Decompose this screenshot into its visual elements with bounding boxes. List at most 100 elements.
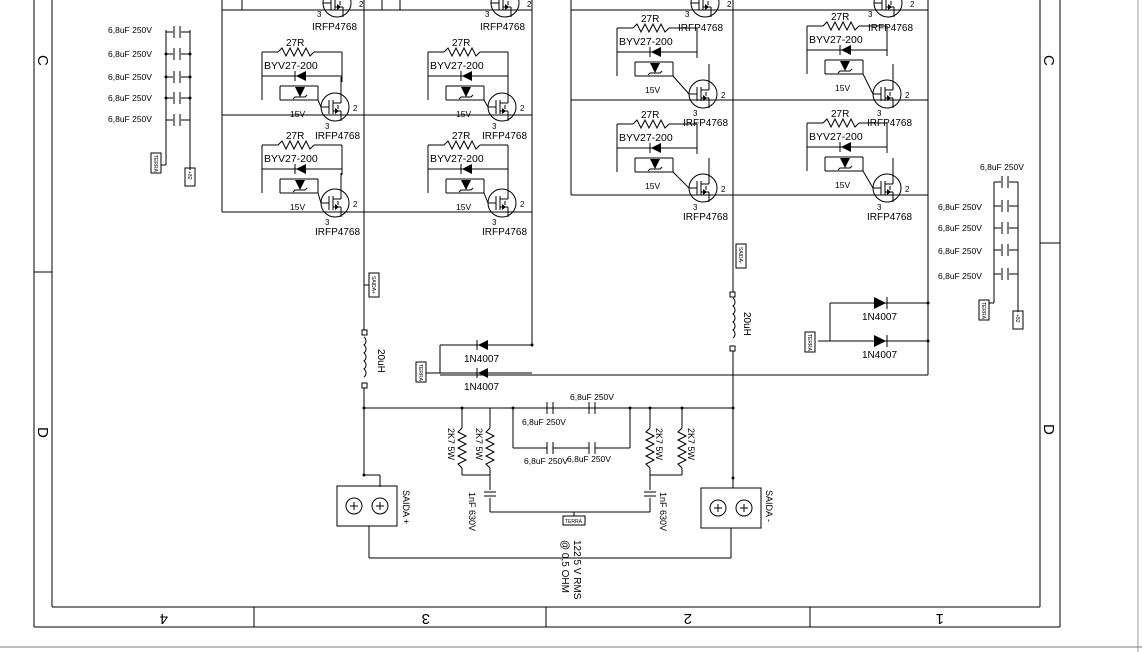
pin-label: 2: [727, 0, 732, 9]
pin-label: 2: [359, 0, 364, 9]
resistor-label: 27R: [641, 110, 659, 121]
pin-label: 3: [877, 109, 882, 118]
pin-label: 3: [693, 203, 698, 212]
resistor-label: 27R: [831, 12, 849, 23]
diode-label: BYV27-200: [430, 60, 484, 72]
flyback-diode-label: 1N4007: [464, 354, 499, 365]
row-label-d-left: D: [34, 427, 51, 438]
row-label-d-right: D: [1040, 424, 1057, 435]
resistor-label: 27R: [286, 38, 304, 49]
row-label-c-right: C: [1040, 55, 1057, 66]
pin-label: 3: [317, 10, 322, 19]
pos-coil-label: 20uH: [375, 349, 386, 373]
snubber-label: 1nF 630V: [658, 492, 668, 531]
pin-label: 3: [868, 10, 873, 19]
rail-tag: +82: [1014, 314, 1020, 323]
cap-label: 6,8uF 250V: [980, 162, 1024, 172]
resistor-label: 27R: [831, 109, 849, 120]
diode-label: BYV27-200: [264, 153, 318, 165]
pin-label: 2: [527, 0, 532, 9]
diode-label: BYV27-200: [809, 34, 863, 46]
cap-label: 6,8uF 250V: [108, 114, 152, 124]
frame-labels: C D C D 4 3 2 1: [34, 55, 1057, 627]
pin-label: 3: [325, 122, 330, 131]
zener-label: 15V: [835, 83, 850, 93]
mosfet-cell-partial: 3: [317, 0, 352, 19]
transistor-label: IRFP4768: [683, 118, 728, 129]
col-label-4: 4: [160, 610, 168, 627]
neg-coil-label: 20uH: [741, 312, 752, 336]
ground-tag: TERRA: [417, 364, 423, 382]
mosfet-cell-partial: 3: [485, 0, 520, 19]
filter-cap-label: 6,8uF 250V: [570, 392, 614, 402]
pin-label: 2: [910, 0, 915, 9]
diode-label: BYV27-200: [619, 36, 673, 48]
resistor-label: 2K7 5W: [654, 428, 664, 461]
zener-label: 15V: [645, 181, 660, 191]
diode-label: BYV27-200: [430, 153, 484, 165]
left-capacitor-bank: 6,8uF 250V 6,8uF 250V 6,8uF 250V 6,8uF 2…: [108, 25, 196, 187]
positive-output-stage: [221, 0, 533, 345]
mosfet-driver-cell: 27R BYV27-200 15V 2 3 IRFP4768: [616, 110, 728, 223]
pin-label: 3: [685, 10, 690, 19]
transistor-label: IRFP4768: [482, 227, 527, 238]
pin-label: 2: [520, 104, 525, 113]
row-label-c-left: C: [34, 55, 51, 66]
zener-label: 15V: [645, 85, 660, 95]
transistor-label: IRFP4768: [868, 23, 913, 34]
filter-cap-label: 6,8uF 250V: [522, 417, 566, 427]
cap-label: 6,8uF 250V: [108, 72, 152, 82]
flyback-diode-label: 1N4007: [464, 382, 499, 393]
zener-label: 15V: [290, 109, 305, 119]
transistor-label: IRFP4768: [315, 131, 360, 142]
cap-label: 6,8uF 250V: [938, 246, 982, 256]
transistor-label: IRFP4768: [315, 227, 360, 238]
pos-terminal-label: SAIDA +: [401, 490, 411, 524]
resistor-label: 27R: [452, 38, 470, 49]
cap-label: 6,8uF 250V: [938, 202, 982, 212]
pin-label: 2: [905, 185, 910, 194]
negative-output-stage: [570, 0, 929, 375]
zener-label: 15V: [456, 202, 471, 212]
filter-cap-label: 6,8uF 250V: [567, 454, 611, 464]
pin-label: 2: [353, 200, 358, 209]
resistor-label: 27R: [452, 131, 470, 142]
output-spec-line1: 122,5 V RMS: [571, 540, 582, 600]
zener-label: 15V: [456, 109, 471, 119]
pin-label: 3: [325, 218, 330, 227]
cap-label: 6,8uF 250V: [108, 93, 152, 103]
mosfet-cell-partial: 3: [868, 0, 903, 19]
resistor-label: 27R: [286, 131, 304, 142]
right-capacitor-bank: 6,8uF 250V 6,8uF 250V 6,8uF 250V 6,8uF 2…: [938, 162, 1024, 330]
col-label-3: 3: [422, 610, 430, 627]
snubber-label: 1nF 630V: [467, 492, 477, 531]
pin-label: 3: [492, 122, 497, 131]
pin-label: 2: [721, 185, 726, 194]
zener-label: 15V: [835, 180, 850, 190]
transistor-label: IRFP4768: [867, 118, 912, 129]
transistor-label: IRFP4768: [482, 131, 527, 142]
diode-label: BYV27-200: [264, 60, 318, 72]
pin-label: 2: [721, 91, 726, 100]
resistor-label: 2K7 5W: [686, 428, 696, 461]
pin-label: 3: [485, 10, 490, 19]
transistor-label: IRFP4768: [312, 22, 357, 33]
transistor-label: IRFP4768: [480, 22, 525, 33]
transistor-label: IRFP4768: [867, 212, 912, 223]
pin-label: 3: [877, 203, 882, 212]
resistor-label: 2K7 5W: [446, 428, 456, 461]
mosfet-cell-partial: 3: [685, 0, 720, 19]
pin-label: 2: [905, 91, 910, 100]
resistor-label: 27R: [641, 14, 659, 25]
diode-label: BYV27-200: [619, 132, 673, 144]
rail-tag: +82: [186, 171, 192, 180]
pin-label: 2: [520, 200, 525, 209]
